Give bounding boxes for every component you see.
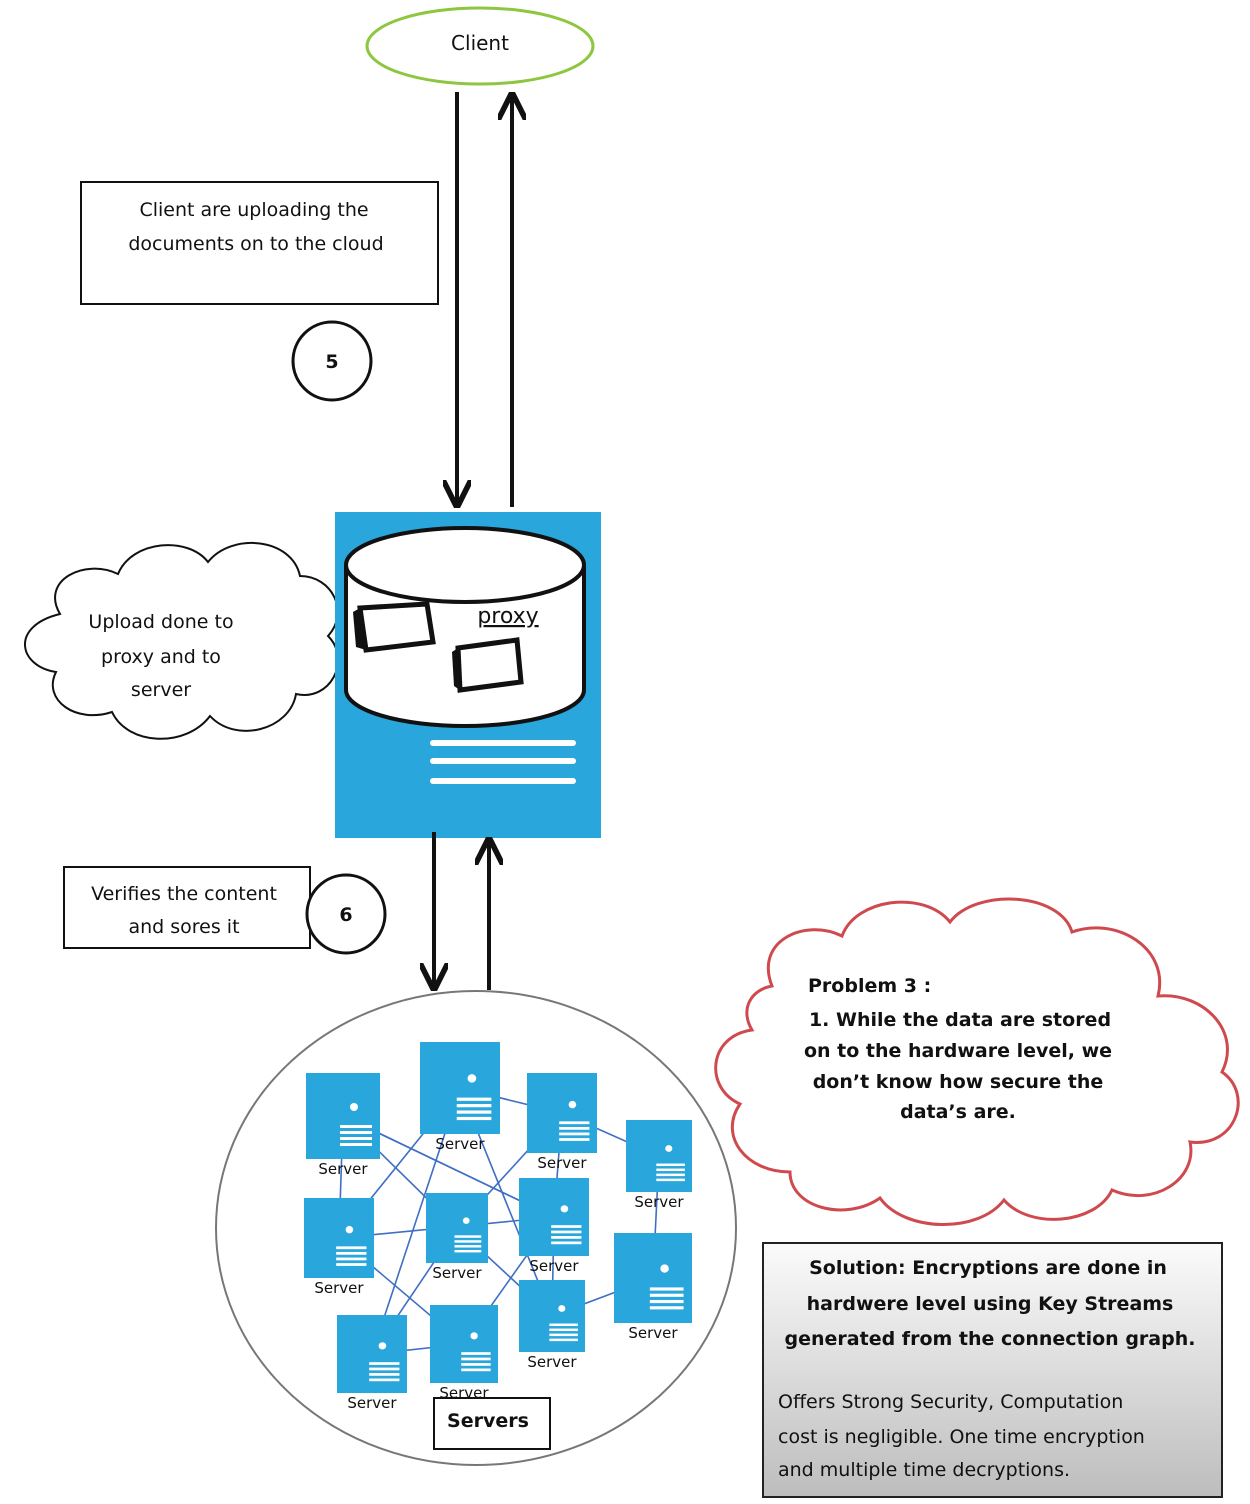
server-label: Server [314,1279,364,1297]
server-icon [420,1042,500,1134]
step-6-label: 6 [339,904,352,926]
server-icon [519,1178,589,1256]
solution-line-5: cost is negligible. One time encryption [778,1426,1145,1448]
proxy-server: proxy [335,512,601,838]
upload-note-box: Client are uploading the documents on to… [80,181,439,305]
server-icon [614,1233,692,1323]
server-node [426,1193,488,1263]
proxy-line-1 [430,740,576,746]
step-5-label: 5 [325,351,338,373]
upload-cloud: Upload done to proxy and to server [24,541,340,740]
verify-note-line-1: Verifies the content [91,883,277,905]
upload-note-line-2: documents on to the cloud [128,233,383,255]
upload-cloud-line-2: proxy and to [101,646,221,668]
server-node [306,1073,380,1159]
solution-line-6: and multiple time decryptions. [778,1459,1070,1481]
upload-cloud-line-1: Upload done to [88,611,233,633]
client-label: Client [451,31,509,55]
proxy-line-2 [430,758,576,764]
server-node [614,1233,692,1323]
verify-note-box: Verifies the content and sores it [63,866,311,949]
proxy-database-icon [344,526,586,728]
verify-note-line-2: and sores it [128,916,239,938]
server-node [519,1280,585,1352]
server-icon [519,1280,585,1352]
proxy-line-3 [430,778,576,784]
client-ellipse [365,6,595,86]
solution-line-3: generated from the connection graph. [785,1328,1196,1350]
server-node [304,1198,374,1278]
problem-line-2: on to the hardware level, we [804,1040,1112,1062]
server-node [337,1315,407,1393]
server-label: Server [432,1264,482,1282]
solution-line-1: Solution: Encryptions are done in [809,1257,1167,1279]
proxy-label: proxy [477,604,538,629]
server-label: Server [318,1160,368,1178]
server-icon [337,1315,407,1393]
step-5-badge: 5 [291,320,373,402]
server-node [527,1073,597,1153]
server-label: Server [527,1353,577,1371]
problem-line-3: don’t know how secure the [813,1071,1104,1093]
step-6-badge: 6 [305,873,387,955]
server-icon [304,1198,374,1278]
problem-cloud: Problem 3 : 1. While the data are stored… [714,897,1240,1226]
solution-line-4: Offers Strong Security, Computation [778,1391,1123,1413]
upload-note-line-1: Client are uploading the [139,199,368,221]
solution-box: Solution: Encryptions are done in hardwe… [762,1242,1223,1498]
upload-cloud-line-3: server [131,679,191,701]
problem-title: Problem 3 : [808,975,931,997]
servers-caption-box: Servers [433,1397,551,1450]
server-label: Server [634,1193,684,1211]
server-icon [426,1193,488,1263]
server-label: Server [628,1324,678,1342]
server-icon [626,1120,692,1192]
problem-line-4: data’s are. [900,1101,1016,1123]
server-label: Server [537,1154,587,1172]
server-icon [527,1073,597,1153]
server-node [420,1042,500,1134]
server-label: Server [435,1135,485,1153]
server-node [626,1120,692,1192]
problem-line-1: 1. While the data are stored [809,1009,1111,1031]
client-node: Client [365,6,595,86]
server-label: Server [347,1394,397,1412]
server-node [430,1305,498,1383]
solution-line-2: hardwere level using Key Streams [807,1293,1174,1315]
server-icon [306,1073,380,1159]
server-node [519,1178,589,1256]
servers-caption: Servers [447,1410,529,1432]
server-label: Server [529,1257,579,1275]
server-icon [430,1305,498,1383]
